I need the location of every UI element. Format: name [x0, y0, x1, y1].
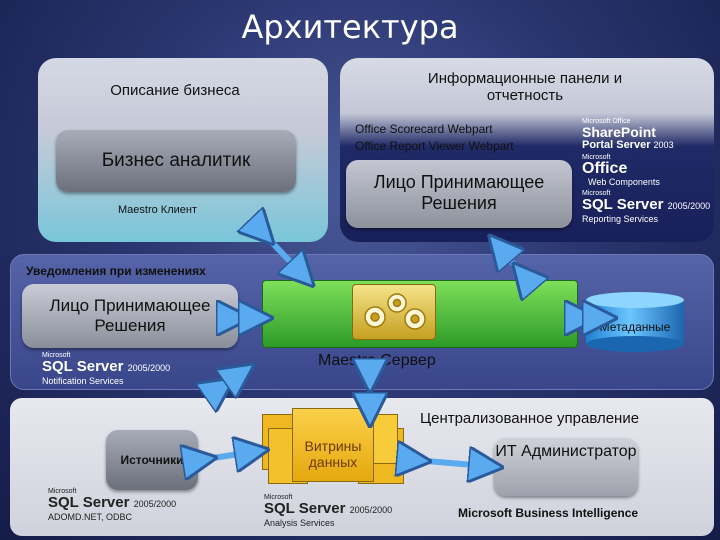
- sql-reporting-logo: Microsoft SQL Server 2005/2000 Reporting…: [582, 190, 711, 224]
- report-viewer-webpart-label: Office Report Viewer Webpart: [355, 139, 514, 153]
- business-analyst-box[interactable]: Бизнес аналитик: [56, 130, 296, 192]
- decision-maker-top-label: Лицо Принимающее Решения: [373, 172, 545, 213]
- it-admin-box[interactable]: ИТ Администратор: [494, 438, 638, 496]
- notifications-label: Уведомления при изменениях: [26, 264, 206, 278]
- sharepoint-logo: Microsoft Office SharePoint Portal Serve…: [582, 118, 674, 151]
- sources-box[interactable]: Источники: [106, 430, 198, 490]
- page-title: Архитектура: [241, 8, 459, 46]
- sql-adomd-logo: Microsoft SQL Server 2005/2000 ADOMD.NET…: [48, 488, 177, 522]
- central-management-label: Централизованное управление: [420, 410, 640, 427]
- business-analyst-label: Бизнес аналитик: [101, 150, 251, 171]
- it-admin-label: ИТ Администратор: [495, 443, 637, 460]
- office-logo: Microsoft Office Web Components: [582, 154, 660, 187]
- data-marts-label: Витрины данных: [304, 438, 362, 470]
- sources-label: Источники: [120, 453, 184, 467]
- gears-icon: [352, 284, 436, 340]
- business-description-heading: Описание бизнеса: [110, 82, 240, 99]
- maestro-server-label: Maestro Сервер: [318, 352, 436, 369]
- decision-maker-top-box[interactable]: Лицо Принимающее Решения: [346, 160, 572, 228]
- metadata-cylinder[interactable]: Метаданные: [586, 292, 684, 352]
- dashboards-heading: Информационные панели и отчетность: [427, 70, 623, 104]
- decision-maker-middle-label: Лицо Принимающее Решения: [49, 296, 211, 335]
- sql-notification-logo: Microsoft SQL Server 2005/2000 Notificat…: [42, 352, 171, 386]
- data-marts-stack[interactable]: Витрины данных: [262, 408, 408, 492]
- metadata-label: Метаданные: [599, 320, 671, 334]
- maestro-client-label: Maestro Клиент: [118, 204, 197, 216]
- scorecard-webpart-label: Office Scorecard Webpart: [355, 122, 493, 136]
- decision-maker-middle-box[interactable]: Лицо Принимающее Решения: [22, 284, 238, 348]
- sql-analysis-logo: Microsoft SQL Server 2005/2000 Analysis …: [264, 494, 393, 528]
- footer-label: Microsoft Business Intelligence: [458, 506, 639, 520]
